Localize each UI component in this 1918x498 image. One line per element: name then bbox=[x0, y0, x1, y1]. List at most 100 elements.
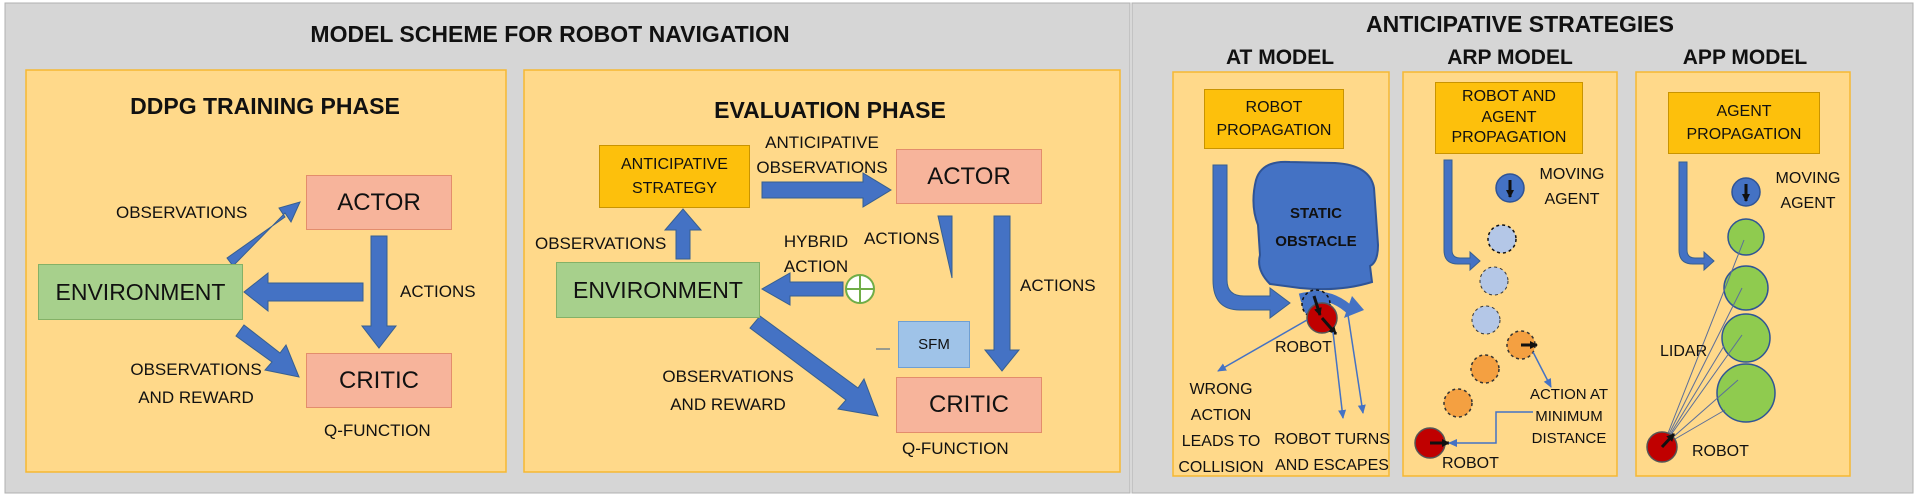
arrow-env-to-strategy bbox=[663, 208, 703, 260]
at-box-line-1: ROBOT bbox=[1245, 98, 1303, 116]
left-title: MODEL SCHEME FOR ROBOT NAVIGATION bbox=[310, 21, 790, 47]
app-agent-step-4 bbox=[1716, 363, 1776, 423]
ddpg-title: DDPG TRAINING PHASE bbox=[130, 93, 400, 119]
arrow-strategy-to-actor bbox=[761, 172, 892, 208]
eval-title: EVALUATION PHASE bbox=[714, 97, 946, 123]
anticipative-observations-label: ANTICIPATIVE OBSERVATIONS bbox=[752, 130, 892, 180]
arp-ghost-agent-3 bbox=[1471, 305, 1501, 335]
turn-pointer-2 bbox=[1347, 314, 1366, 414]
turns-line-1: ROBOT TURNS bbox=[1274, 431, 1390, 448]
eval-critic-box: CRITIC bbox=[896, 377, 1042, 433]
hybrid-line-1: HYBRID bbox=[783, 232, 849, 251]
eval-environment-box: ENVIRONMENT bbox=[556, 262, 760, 318]
ddpg-actions-label: ACTIONS bbox=[400, 282, 476, 301]
wrong-line-3: LEADS TO bbox=[1181, 433, 1261, 450]
app-robot-label: ROBOT bbox=[1692, 443, 1749, 460]
arp-ghost-agent-1 bbox=[1487, 224, 1517, 254]
turns-line-2: AND ESCAPES bbox=[1275, 457, 1389, 474]
anticipative-strategy-box: ANTICIPATIVE STRATEGY bbox=[599, 145, 750, 208]
arp-box-line-2: AGENT bbox=[1481, 108, 1537, 126]
lidar-label: LIDAR bbox=[1660, 343, 1708, 360]
at-robot-propagation-box: ROBOT PROPAGATION bbox=[1204, 89, 1344, 149]
eval-observations-label: OBSERVATIONS bbox=[535, 234, 667, 253]
turn-pointer-1 bbox=[1332, 331, 1347, 419]
action-min-to-robot-pointer bbox=[1448, 411, 1533, 447]
action-min-pointer bbox=[1532, 351, 1552, 388]
app-propagation-arrow bbox=[1678, 161, 1715, 272]
ddpg-obs-reward-line-2: AND REWARD bbox=[138, 388, 254, 407]
eval-actor-box: ACTOR bbox=[896, 149, 1042, 204]
app-box-line-2: PROPAGATION bbox=[1686, 126, 1802, 143]
action-min-line-1: ACTION AT bbox=[1529, 386, 1609, 403]
arrow-actor-to-critic bbox=[360, 235, 398, 349]
eval-obs-reward-line-2: AND REWARD bbox=[670, 395, 786, 414]
at-title: AT MODEL bbox=[1225, 46, 1335, 69]
arp-box-line-1: ROBOT AND bbox=[1462, 87, 1556, 105]
static-obstacle bbox=[1252, 160, 1380, 291]
wrong-line-4: COLLISION bbox=[1178, 459, 1264, 476]
antobs-line-2: OBSERVATIONS bbox=[756, 158, 888, 177]
arp-moving-agent-label: MOVING AGENT bbox=[1532, 162, 1612, 212]
at-propagation-arrow bbox=[1212, 164, 1291, 319]
arp-propagation-box: ROBOT AND AGENT PROPAGATION bbox=[1435, 82, 1583, 154]
eval-obs-reward-line-1: OBSERVATIONS bbox=[662, 367, 794, 386]
static-obstacle-label: STATIC OBSTACLE bbox=[1266, 200, 1366, 256]
arrow-actor-to-sum bbox=[937, 215, 953, 279]
robot-turns-label: ROBOT TURNS AND ESCAPES bbox=[1272, 427, 1392, 479]
lidar-rays bbox=[1662, 239, 1745, 447]
arrow-sum-to-env bbox=[760, 272, 844, 306]
app-moving-line-1: MOVING bbox=[1775, 170, 1841, 187]
arp-propagation-arrow bbox=[1443, 159, 1481, 272]
strategy-line-1: ANTICIPATIVE bbox=[621, 156, 728, 174]
ddpg-critic-box: CRITIC bbox=[306, 353, 452, 408]
app-agent-step-3 bbox=[1721, 313, 1771, 363]
arp-title: ARP MODEL bbox=[1447, 46, 1573, 69]
arp-moving-line-2: AGENT bbox=[1544, 191, 1600, 208]
arp-moving-line-1: MOVING bbox=[1539, 166, 1605, 183]
eval-actions-right-label: ACTIONS bbox=[1020, 276, 1096, 295]
wrong-line-1: WRONG bbox=[1189, 381, 1253, 398]
ddpg-obs-reward-line-1: OBSERVATIONS bbox=[130, 360, 262, 379]
obstacle-line-2: OBSTACLE bbox=[1275, 233, 1357, 250]
ddpg-observations-label: OBSERVATIONS bbox=[116, 203, 248, 222]
wrong-action-label: WRONG ACTION LEADS TO COLLISION bbox=[1174, 377, 1268, 481]
app-agent-step-2 bbox=[1723, 265, 1769, 311]
strategy-line-2: STRATEGY bbox=[631, 179, 718, 197]
app-box-line-1: AGENT bbox=[1716, 102, 1772, 120]
arp-ghost-robot-3 bbox=[1443, 388, 1473, 418]
app-moving-line-2: AGENT bbox=[1780, 195, 1836, 212]
arp-robot-label: ROBOT bbox=[1442, 455, 1499, 472]
ddpg-environment-box: ENVIRONMENT bbox=[38, 264, 243, 320]
arrow-feedback-to-env bbox=[243, 271, 364, 313]
eval-actions-small-label: ACTIONS bbox=[864, 229, 940, 248]
app-propagation-box: AGENT PROPAGATION bbox=[1668, 92, 1820, 154]
arrow-env-to-critic bbox=[235, 324, 300, 378]
arp-ghost-robot-2 bbox=[1470, 354, 1500, 384]
sfm-box: SFM bbox=[898, 321, 970, 368]
action-min-line-2: MINIMUM bbox=[1535, 408, 1603, 425]
wrong-action-pointer bbox=[1217, 319, 1308, 372]
arrow-actor-to-critic-eval bbox=[983, 215, 1021, 372]
obstacle-line-1: STATIC bbox=[1290, 205, 1342, 222]
ddpg-obs-reward-label: OBSERVATIONS AND REWARD bbox=[116, 356, 276, 412]
antobs-line-1: ANTICIPATIVE bbox=[765, 133, 879, 152]
arp-ghost-agent-2 bbox=[1479, 266, 1509, 296]
eval-qfunction-label: Q-FUNCTION bbox=[902, 439, 1009, 458]
app-moving-agent-label: MOVING AGENT bbox=[1768, 166, 1848, 216]
ddpg-qfunction-label: Q-FUNCTION bbox=[324, 421, 431, 440]
app-agent-step-1 bbox=[1727, 218, 1765, 256]
action-min-line-3: DISTANCE bbox=[1531, 430, 1607, 447]
at-box-line-2: PROPAGATION bbox=[1216, 122, 1332, 139]
at-robot-label: ROBOT bbox=[1275, 339, 1332, 356]
hybrid-line-2: ACTION bbox=[783, 257, 849, 276]
right-title: ANTICIPATIVE STRATEGIES bbox=[1366, 11, 1674, 37]
hybrid-action-label: HYBRID ACTION bbox=[776, 229, 856, 279]
ddpg-actor-box: ACTOR bbox=[306, 175, 452, 230]
wrong-line-2: ACTION bbox=[1190, 407, 1252, 424]
app-title: APP MODEL bbox=[1682, 46, 1808, 69]
eval-obs-reward-label: OBSERVATIONS AND REWARD bbox=[648, 363, 808, 419]
arrow-env-to-critic-eval bbox=[749, 315, 879, 417]
arp-box-line-3: PROPAGATION bbox=[1451, 129, 1567, 147]
arrow-env-to-actor bbox=[226, 201, 301, 267]
action-min-distance-label: ACTION AT MINIMUM DISTANCE bbox=[1524, 384, 1614, 450]
